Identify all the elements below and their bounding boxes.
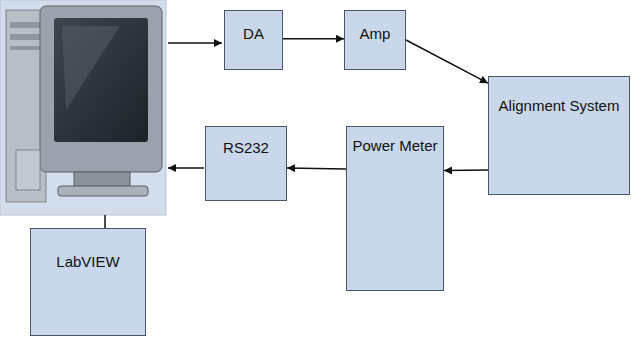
process-box: Power Meter — [346, 126, 444, 291]
box-label: Amp — [360, 25, 391, 43]
signal-arrow — [444, 169, 488, 171]
box-label: DA — [243, 25, 264, 43]
box-label: LabVIEW — [56, 253, 119, 271]
signal-arrow — [287, 167, 346, 169]
process-box: RS232 — [205, 126, 287, 201]
box-label: Alignment System — [499, 97, 620, 115]
process-box: LabVIEW — [30, 228, 146, 336]
box-label: Power Meter — [352, 137, 437, 155]
signal-arrow — [406, 40, 488, 83]
signal-arrow — [283, 38, 344, 40]
process-box: DA — [224, 10, 283, 70]
box-label: RS232 — [223, 139, 269, 157]
process-box: Amp — [344, 10, 406, 70]
process-box: Alignment System — [488, 76, 630, 195]
